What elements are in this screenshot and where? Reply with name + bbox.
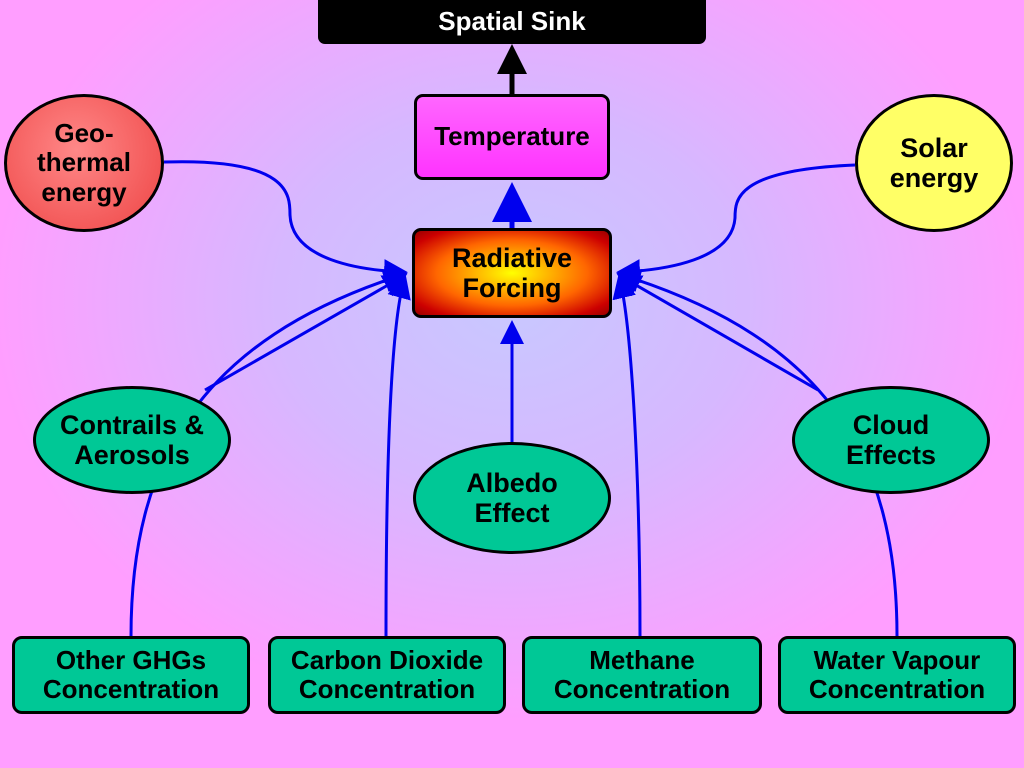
- arrow-contrails-to-forcing: [204, 274, 408, 392]
- water-vapour-label: Water Vapour Concentration: [808, 644, 986, 704]
- contrails-aerosols-node: Contrails & Aerosols: [33, 386, 231, 494]
- other-ghgs-label: Other GHGs Concentration: [42, 644, 220, 704]
- cloud-effects-node: Cloud Effects: [792, 386, 990, 494]
- spatial-sink-node: Spatial Sink: [318, 0, 706, 44]
- temperature-label: Temperature: [434, 121, 590, 152]
- carbon-dioxide-label: Carbon Dioxide Concentration: [290, 644, 484, 704]
- solar-energy-label: Solar energy: [889, 132, 979, 193]
- arrow-methane-to-forcing: [612, 274, 642, 637]
- methane-label: Methane Concentration: [553, 644, 731, 704]
- solar-energy-node: Solar energy: [855, 94, 1013, 232]
- other-ghgs-node: Other GHGs Concentration: [12, 636, 250, 714]
- cloud-effects-label: Cloud Effects: [845, 409, 937, 470]
- water-vapour-node: Water Vapour Concentration: [778, 636, 1016, 714]
- contrails-aerosols-label: Contrails & Aerosols: [59, 409, 205, 470]
- temperature-node: Temperature: [414, 94, 610, 180]
- arrow-cloud-to-forcing: [616, 274, 819, 392]
- albedo-effect-node: Albedo Effect: [413, 442, 611, 554]
- geothermal-energy-label: Geo- thermal energy: [37, 118, 131, 207]
- methane-node: Methane Concentration: [522, 636, 762, 714]
- arrow-co2-to-forcing: [384, 274, 411, 637]
- arrow-geothermal-to-forcing: [163, 160, 408, 284]
- arrow-solar-to-forcing: [616, 163, 856, 284]
- radiative-forcing-node: Radiative Forcing: [412, 228, 612, 318]
- spatial-sink-label: Spatial Sink: [438, 6, 586, 37]
- radiative-forcing-label: Radiative Forcing: [451, 242, 573, 303]
- geothermal-energy-node: Geo- thermal energy: [4, 94, 164, 232]
- albedo-effect-label: Albedo Effect: [466, 467, 558, 528]
- carbon-dioxide-node: Carbon Dioxide Concentration: [268, 636, 506, 714]
